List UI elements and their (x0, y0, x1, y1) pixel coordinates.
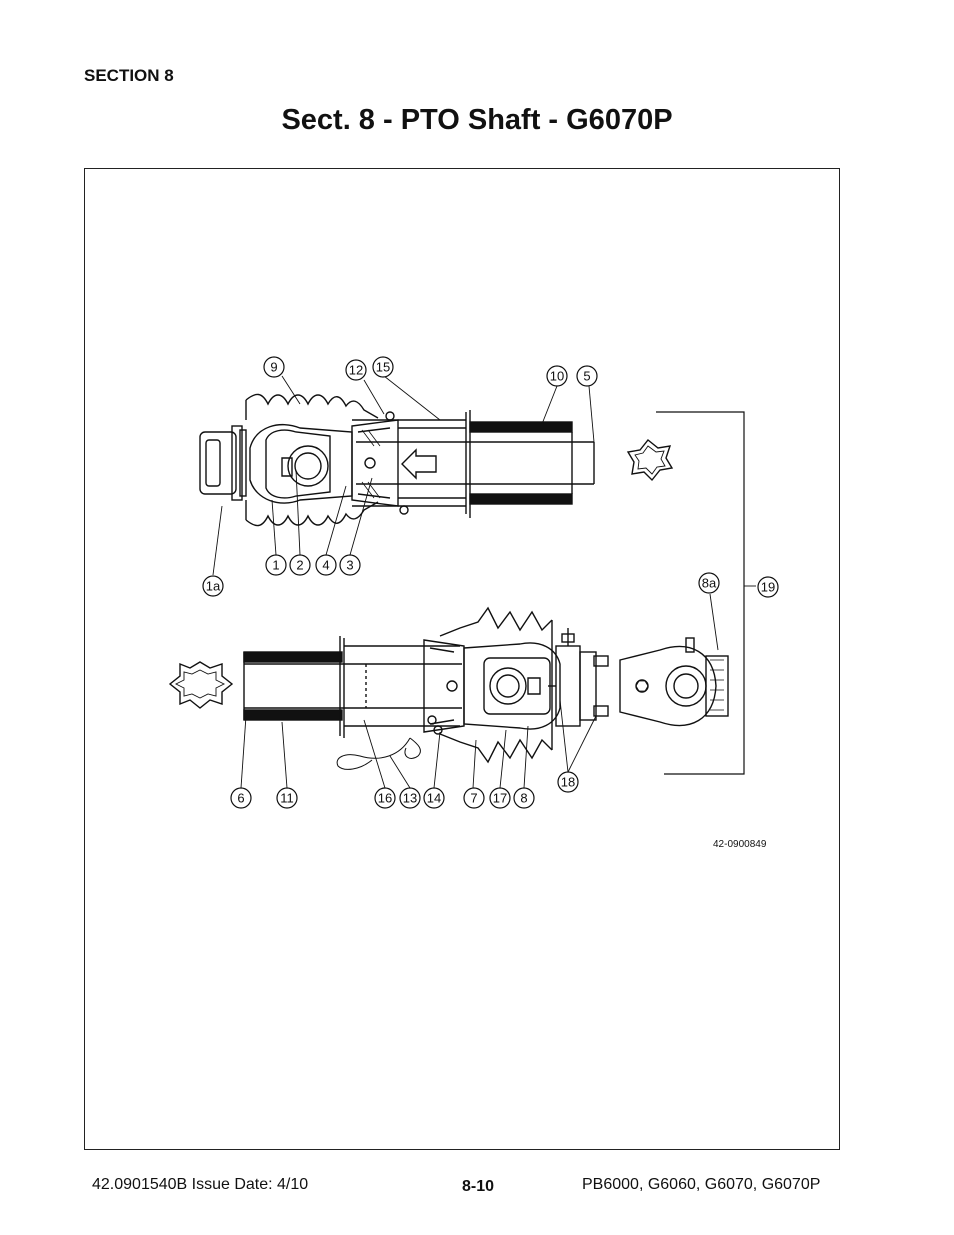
callout-3: 3 (346, 558, 353, 573)
callout-circle (463, 787, 485, 809)
callout-17: 17 (493, 791, 507, 806)
callout-circle (489, 787, 511, 809)
lower-outer-tube (243, 636, 462, 738)
callout-14: 14 (427, 791, 441, 806)
callout-7: 7 (470, 791, 477, 806)
lower-star-profile (168, 661, 234, 709)
callout-4: 4 (322, 558, 329, 573)
drawing-number: 42-0900849 (713, 839, 767, 850)
callout-15: 15 (376, 360, 390, 375)
callout-13: 13 (403, 791, 417, 806)
callout-circle (698, 572, 720, 594)
callout-9: 9 (270, 360, 277, 375)
lower-bearing-housing (423, 639, 465, 733)
callout-circle (315, 554, 337, 576)
leader-lines (212, 375, 756, 789)
callout-circle (757, 576, 779, 598)
callout-5: 5 (583, 369, 590, 384)
callout-circle (374, 787, 396, 809)
callout-circle (202, 575, 224, 597)
callout-circle (265, 554, 287, 576)
callout-circle (263, 356, 285, 378)
callout-circle (546, 365, 568, 387)
lower-yoke (463, 642, 561, 730)
callout-circle (557, 771, 579, 793)
callouts (202, 356, 779, 809)
callout-11: 11 (280, 791, 294, 806)
callout-19: 19 (761, 580, 775, 595)
callout-circle (339, 554, 361, 576)
upper-star-profile (626, 439, 674, 482)
callout-1a: 1a (206, 579, 221, 594)
callout-1: 1 (272, 558, 279, 573)
callout-6: 6 (237, 791, 244, 806)
page-title: Sect. 8 - PTO Shaft - G6070P (281, 104, 673, 136)
callout-2: 2 (296, 558, 303, 573)
figure-frame (84, 168, 840, 1150)
upper-bellows-top (245, 393, 379, 419)
callout-10: 10 (550, 369, 564, 384)
callout-circle (276, 787, 298, 809)
footer-page-number: 8-10 (462, 1178, 495, 1195)
callout-18: 18 (561, 775, 575, 790)
callout-8a: 8a (702, 576, 717, 591)
callout-circle (372, 356, 394, 378)
footer-models: PB6000, G6060, G6070, G6070P (582, 1176, 821, 1193)
callout-16: 16 (378, 791, 392, 806)
clutch-housing (619, 645, 717, 727)
lower-bellows-bottom (439, 733, 553, 764)
section-label: SECTION 8 (84, 66, 174, 85)
upper-yoke-cap (199, 425, 247, 501)
upper-bellows-bottom (245, 501, 379, 527)
lower-bellows-top (439, 606, 553, 637)
callout-circle (423, 787, 445, 809)
lower-flange-plate (548, 628, 609, 727)
callout-circle (345, 359, 367, 381)
assembly-bracket (656, 411, 745, 775)
callout-circle (230, 787, 252, 809)
callout-circle (576, 365, 598, 387)
callout-12: 12 (349, 363, 363, 378)
callout-8: 8 (520, 791, 527, 806)
lanyard-chain (336, 737, 421, 770)
upper-inner-tube (356, 421, 595, 505)
callout-circle (399, 787, 421, 809)
footer-doc-id: 42.0901540B Issue Date: 4/10 (92, 1176, 309, 1193)
callout-circle (513, 787, 535, 809)
callout-circle (289, 554, 311, 576)
upper-direction-arrow (401, 448, 437, 480)
